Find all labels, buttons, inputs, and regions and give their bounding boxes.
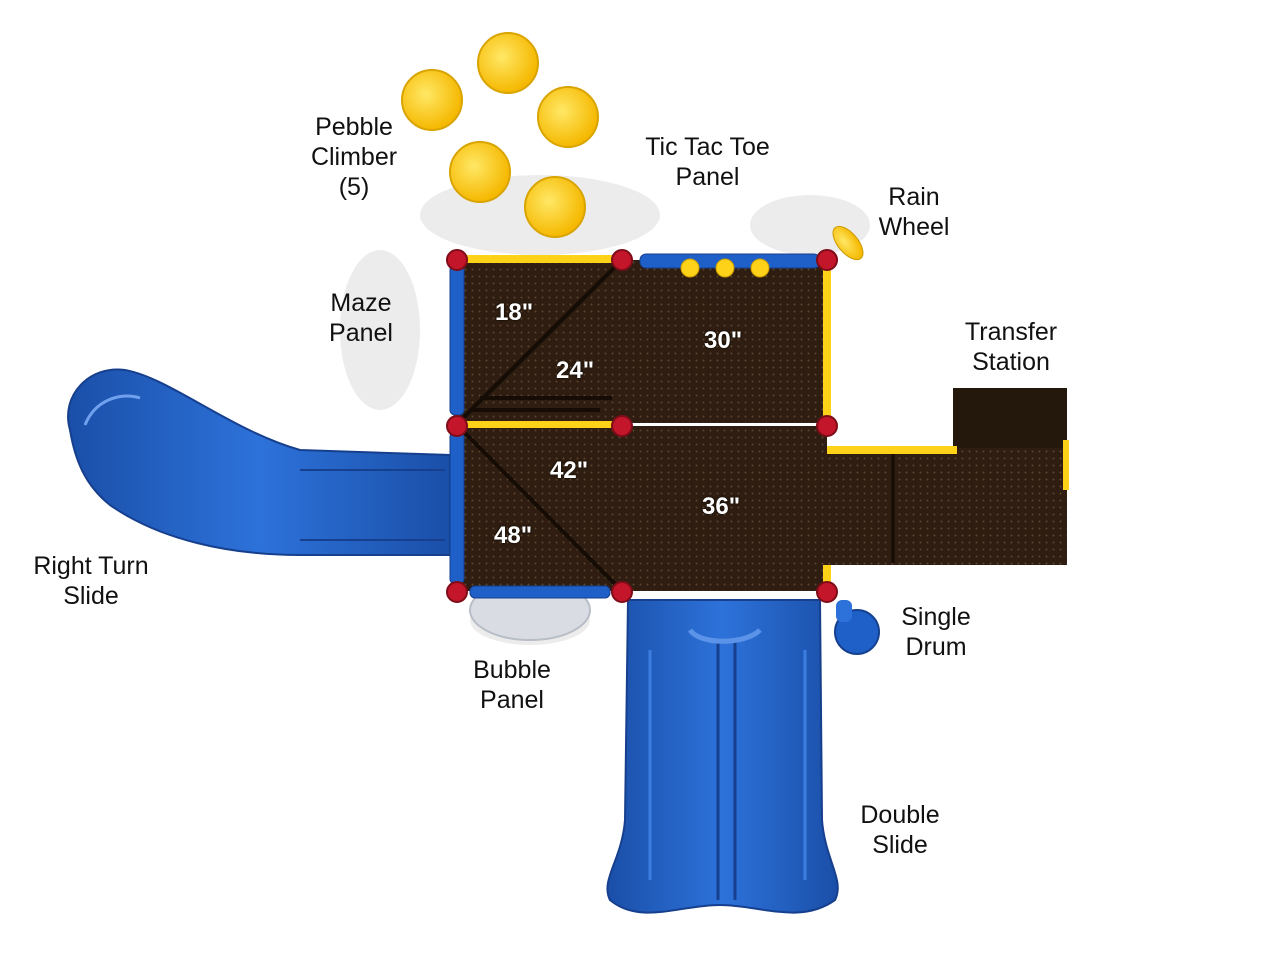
pebble-climber — [524, 176, 586, 238]
bubble-panel — [469, 585, 611, 599]
pebble-climber — [537, 86, 599, 148]
deck-height-24: 24" — [556, 357, 595, 384]
pebble-climber — [449, 141, 511, 203]
deck-height-30: 30" — [704, 327, 743, 354]
post-cap — [446, 581, 468, 603]
label-bubble-panel: Bubble Panel — [473, 656, 551, 714]
posts — [446, 249, 838, 603]
label-tic-tac-toe-panel: Tic Tac Toe Panel — [645, 133, 770, 191]
deck-height-18: 18" — [495, 299, 534, 326]
label-transfer-station: Transfer Station — [964, 318, 1058, 376]
rails — [449, 253, 1069, 599]
label-double-slide: Double Slide — [860, 801, 940, 859]
deck-30 — [622, 260, 827, 423]
post-cap — [611, 249, 633, 271]
post-cap — [446, 415, 468, 437]
pebble-climber — [401, 69, 463, 131]
post-cap — [611, 581, 633, 603]
deck-height-48: 48" — [494, 522, 533, 549]
post-cap — [446, 249, 468, 271]
post-cap — [816, 415, 838, 437]
label-pebble-climber: Pebble Climber (5) — [310, 113, 398, 201]
post-cap — [816, 581, 838, 603]
label-single-drum: Single Drum — [901, 603, 971, 661]
pebble-climbers — [401, 32, 599, 238]
rain-wheel — [832, 225, 864, 261]
maze-panel — [449, 264, 465, 416]
label-right-turn-slide: Right Turn Slide — [33, 552, 149, 610]
pebble-climber — [477, 32, 539, 94]
decks — [456, 258, 1067, 593]
post-cap — [816, 249, 838, 271]
left-lower-panel — [449, 431, 465, 585]
deck-height-42: 42" — [550, 457, 589, 484]
post-cap — [611, 415, 633, 437]
single-drum — [834, 600, 880, 655]
label-maze-panel: Maze Panel — [329, 289, 393, 347]
label-rain-wheel: Rain Wheel — [878, 183, 950, 241]
deck-36 — [622, 426, 827, 591]
double-slide — [606, 599, 839, 914]
deck-height-36: 36" — [702, 493, 741, 520]
